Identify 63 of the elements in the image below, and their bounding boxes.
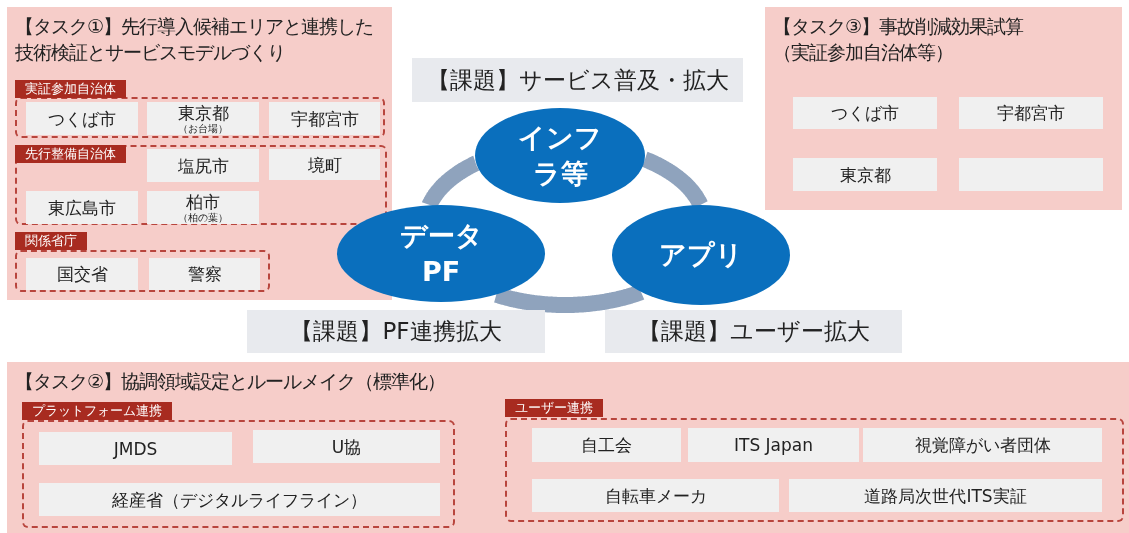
entity-name: 経産省（デジタルライフライン）	[112, 489, 367, 510]
entity-card	[269, 102, 380, 135]
entity-card	[26, 102, 138, 135]
entity-card	[688, 428, 859, 462]
entity-card	[26, 191, 138, 224]
entity-name: U協	[331, 436, 362, 457]
entity-card	[532, 428, 681, 462]
panel-title: 【タスク③】事故削減効果試算（実証参加自治体等）	[773, 14, 1025, 65]
issue-text: 【課題】PF連携拡大	[290, 317, 502, 346]
issue-band	[247, 310, 545, 353]
entity-note: （柏の葉）	[178, 211, 228, 224]
entity-card	[253, 430, 440, 463]
entity-name: 塩尻市	[177, 155, 229, 176]
entity-card	[793, 97, 937, 129]
entity-name: JMDS	[113, 438, 158, 459]
entity-name: ITS Japan	[734, 435, 813, 455]
task-panel	[7, 362, 1129, 533]
entity-name: 自工会	[581, 435, 632, 455]
group-tag: ユーザー連携	[505, 399, 603, 417]
panel-title: 【タスク①】先行導入候補エリアと連携した技術検証とサービスモデルづくり	[15, 14, 375, 65]
entity-name: 自転車メーカ	[604, 485, 707, 506]
entity-card	[147, 191, 259, 224]
entity-name: 東京都	[177, 102, 229, 123]
group-tag: 先行整備自治体	[15, 145, 126, 163]
entity-card	[39, 432, 232, 465]
entity-card	[532, 479, 779, 512]
group-tag: 関係省庁	[15, 232, 87, 250]
entity-name: 視覚障がい者団体	[914, 435, 1051, 455]
entity-card	[793, 158, 937, 191]
topic-label: データ PF	[398, 218, 484, 289]
topic-label: アプリ	[659, 238, 743, 272]
entity-name: 警察	[187, 264, 222, 284]
dashed-group-box	[15, 145, 387, 225]
entity-card	[863, 428, 1102, 462]
entity-card	[789, 479, 1102, 512]
issue-text: 【課題】サービス普及・拡大	[426, 65, 729, 95]
entity-name: 東広島市	[48, 197, 116, 218]
entity-name: つくば市	[48, 108, 116, 129]
entity-name: 国交省	[56, 264, 108, 284]
entity-name: 宇都宮市	[997, 103, 1065, 123]
entity-card	[959, 97, 1103, 129]
entity-card	[147, 149, 259, 182]
panel-title: 【タスク②】協調領域設定とルールメイク（標準化）	[15, 369, 447, 394]
entity-note: （お台場）	[178, 122, 228, 135]
empty-card	[959, 158, 1103, 191]
entity-card	[147, 102, 259, 135]
entity-name: 境町	[307, 154, 342, 175]
task-panel	[765, 7, 1122, 210]
entity-card	[149, 258, 260, 290]
entity-name: 柏市	[186, 191, 220, 212]
entity-card	[39, 483, 440, 516]
entity-name: 東京都	[839, 164, 891, 185]
topic-label: インフラ等	[517, 120, 603, 191]
issue-band	[605, 310, 902, 353]
group-tag: 実証参加自治体	[15, 80, 126, 98]
issue-text: 【課題】ユーザー拡大	[637, 317, 870, 346]
entity-card	[26, 258, 138, 290]
entity-card	[269, 149, 380, 180]
entity-name: つくば市	[831, 103, 899, 123]
entity-name: 宇都宮市	[290, 108, 359, 129]
group-tag: プラットフォーム連携	[22, 402, 172, 420]
task-panel	[7, 7, 392, 300]
entity-name: 道路局次世代ITS実証	[864, 485, 1027, 506]
